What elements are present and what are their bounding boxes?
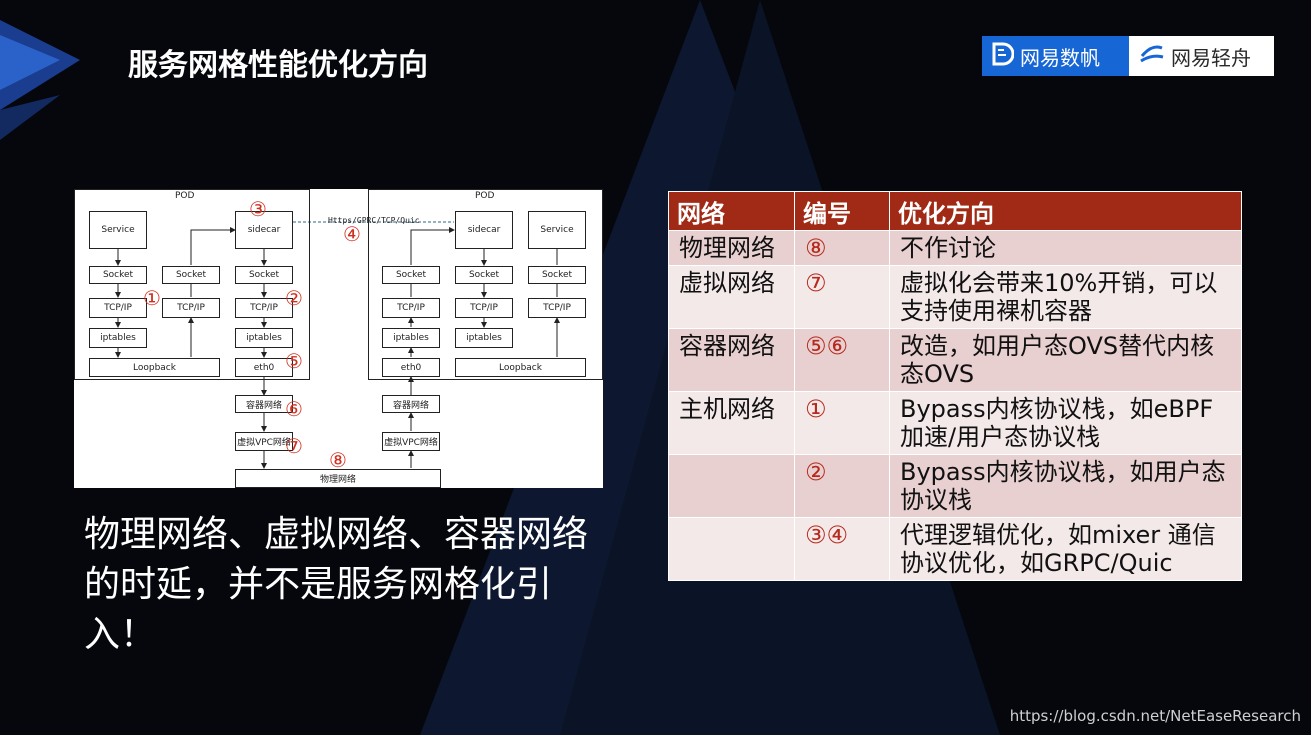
cell-number: ⑤⑥	[794, 328, 890, 392]
pod-left	[74, 189, 310, 380]
cell-number: ③④	[794, 517, 890, 581]
caption-text: 物理网络、虚拟网络、容器网络的时延，并不是服务网格化引入！	[84, 514, 589, 655]
vpc-right: 虚拟VPC网络	[382, 432, 440, 451]
header-direction: 优化方向	[889, 191, 1242, 231]
cell-number: ⑧	[794, 230, 890, 266]
header-network: 网络	[668, 191, 795, 231]
header-number: 编号	[794, 191, 890, 231]
marker-8: ⑧	[329, 448, 347, 472]
socket-right-3: Socket	[528, 266, 586, 284]
marker-4: ④	[343, 222, 361, 246]
socket-left-1: Socket	[89, 266, 147, 284]
boat-logo-icon	[1139, 42, 1165, 71]
table-row: 虚拟网络 ⑦ 虚拟化会带来10%开销，可以支持使用裸机容器	[668, 265, 1242, 329]
cell-direction: 虚拟化会带来10%开销，可以支持使用裸机容器	[889, 265, 1242, 329]
tcpip-right-3: TCP/IP	[528, 298, 586, 318]
sidecar-right: sidecar	[455, 211, 513, 249]
socket-left-3: Socket	[235, 266, 293, 284]
sidecar-left: sidecar	[235, 211, 293, 249]
iptables-right-1: iptables	[382, 328, 440, 348]
socket-right-2: Socket	[455, 266, 513, 284]
pod-label-right: POD	[475, 191, 495, 201]
container-net-left: 容器网络	[235, 395, 293, 413]
cell-direction: 代理逻辑优化，如mixer 通信协议优化，如GRPC/Quic	[889, 517, 1242, 581]
network-diagram: POD POD Https/GPRC/TCP/Quic Service side…	[74, 189, 603, 488]
loopback-right: Loopback	[455, 358, 586, 377]
logo-left-text: 网易数帆	[1020, 45, 1100, 70]
iptables-left-1: iptables	[89, 328, 147, 348]
cell-direction: Bypass内核协议栈，如用户态协议栈	[889, 454, 1242, 518]
iptables-left-3: iptables	[235, 328, 293, 348]
pod-right	[368, 189, 603, 380]
netease-qingzhou-logo: 网易轻舟	[1129, 36, 1274, 76]
loopback-left: Loopback	[89, 358, 220, 377]
iptables-right-2: iptables	[455, 328, 513, 348]
socket-right-1: Socket	[382, 266, 440, 284]
cell-number: ①	[794, 391, 890, 455]
vpc-left: 虚拟VPC网络	[235, 432, 293, 451]
cell-network: 物理网络	[668, 230, 795, 266]
physical-network: 物理网络	[235, 469, 441, 488]
cell-network: 主机网络	[668, 391, 795, 455]
tcpip-right-1: TCP/IP	[382, 298, 440, 318]
cell-network: 容器网络	[668, 328, 795, 392]
table-row: ② Bypass内核协议栈，如用户态协议栈	[668, 454, 1242, 518]
eth0-right: eth0	[382, 358, 440, 377]
table-header-row: 网络 编号 优化方向	[668, 191, 1242, 231]
tcpip-right-2: TCP/IP	[455, 298, 513, 318]
service-right: Service	[528, 211, 586, 249]
pod-label-left: POD	[175, 191, 195, 201]
netease-shufan-logo: 网易数帆	[982, 36, 1129, 76]
marker-5: ⑤	[285, 349, 303, 373]
table-row: 主机网络 ① Bypass内核协议栈，如eBPF加速/用户态协议栈	[668, 391, 1242, 455]
table-row: 容器网络 ⑤⑥ 改造，如用户态OVS替代内核态OVS	[668, 328, 1242, 392]
socket-left-2: Socket	[162, 266, 220, 284]
cell-number: ⑦	[794, 265, 890, 329]
watermark-url: https://blog.csdn.net/NetEaseResearch	[1009, 707, 1301, 725]
tcpip-left-2: TCP/IP	[162, 298, 220, 318]
diagram-lines	[115, 221, 560, 469]
cell-direction: 不作讨论	[889, 230, 1242, 266]
marker-6: ⑥	[285, 397, 303, 421]
cell-direction: Bypass内核协议栈，如eBPF加速/用户态协议栈	[889, 391, 1242, 455]
table-row: ③④ 代理逻辑优化，如mixer 通信协议优化，如GRPC/Quic	[668, 517, 1242, 581]
cell-direction: 改造，如用户态OVS替代内核态OVS	[889, 328, 1242, 392]
cell-network	[668, 454, 795, 518]
marker-2: ②	[285, 286, 303, 310]
marker-7: ⑦	[285, 434, 303, 458]
container-net-right: 容器网络	[382, 395, 440, 413]
cell-network: 虚拟网络	[668, 265, 795, 329]
tcpip-left-3: TCP/IP	[235, 298, 293, 318]
d-logo-icon	[992, 42, 1015, 71]
table-row: 物理网络 ⑧ 不作讨论	[668, 230, 1242, 266]
protocol-label: Https/GPRC/TCP/Quic	[328, 216, 420, 225]
marker-3: ③	[249, 197, 267, 221]
cell-network	[668, 517, 795, 581]
cell-number: ②	[794, 454, 890, 518]
slide-title: 服务网格性能优化方向	[128, 48, 428, 83]
eth0-left: eth0	[235, 358, 293, 377]
logo-bar: 网易数帆 网易轻舟	[982, 36, 1274, 76]
tcpip-left-1: TCP/IP	[89, 298, 147, 318]
service-left: Service	[89, 211, 147, 249]
marker-1: ①	[143, 286, 161, 310]
optimization-table: 网络 编号 优化方向 物理网络 ⑧ 不作讨论 虚拟网络 ⑦ 虚拟化会带来10%开…	[668, 191, 1242, 581]
logo-right-text: 网易轻舟	[1171, 45, 1251, 70]
